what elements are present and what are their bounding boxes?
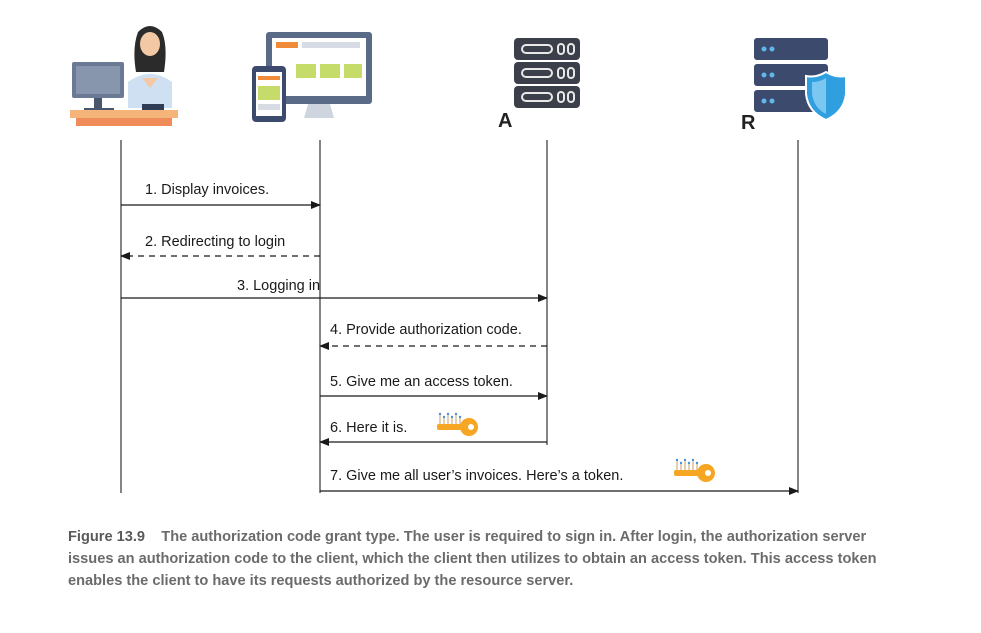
user-at-desk-icon <box>70 26 178 126</box>
authorization-server-label: A <box>498 110 513 132</box>
message-label-5: 5. Give me an access token. <box>330 374 513 390</box>
message-label-7: 7. Give me all user’s invoices. Here’s a… <box>330 468 623 484</box>
message-label-3: 3. Logging in <box>237 278 320 294</box>
resource-server-label: R <box>741 112 756 134</box>
key-icon <box>674 458 715 482</box>
authorization-server-icon <box>514 38 580 108</box>
message-label-1: 1. Display invoices. <box>145 182 269 198</box>
figure-number: Figure 13.9 <box>68 529 146 545</box>
key-icon <box>437 412 478 436</box>
message-label-2: 2. Redirecting to login <box>145 234 285 250</box>
client-devices-icon <box>252 32 372 122</box>
message-label-6: 6. Here it is. <box>330 420 407 436</box>
resource-server-shield-icon <box>754 38 847 122</box>
sequence-lines: 1. Display invoices. 2. Redirecting to lo… <box>120 140 799 495</box>
figure-caption-text: The authorization code grant type. The u… <box>68 529 877 589</box>
figure-caption: Figure 13.9 The authorization code grant… <box>68 526 908 592</box>
message-label-4: 4. Provide authorization code. <box>330 322 522 338</box>
